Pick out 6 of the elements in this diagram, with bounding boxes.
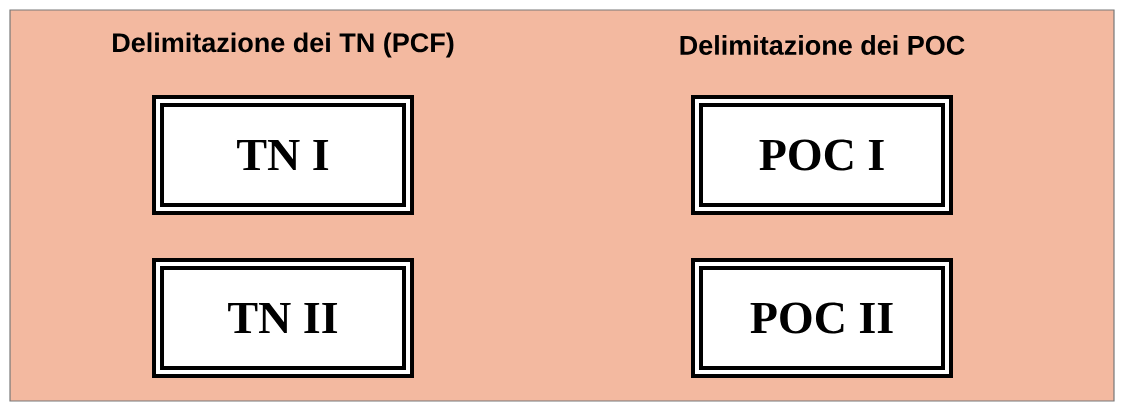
text-box: POC I	[691, 95, 953, 215]
text-box: TN I	[152, 95, 414, 215]
text-box: TN II	[152, 258, 414, 378]
heading: Delimitazione dei POC	[680, 35, 965, 55]
heading: Delimitazione dei TN (PCF)	[113, 32, 454, 58]
text-box: POC II	[691, 258, 953, 378]
